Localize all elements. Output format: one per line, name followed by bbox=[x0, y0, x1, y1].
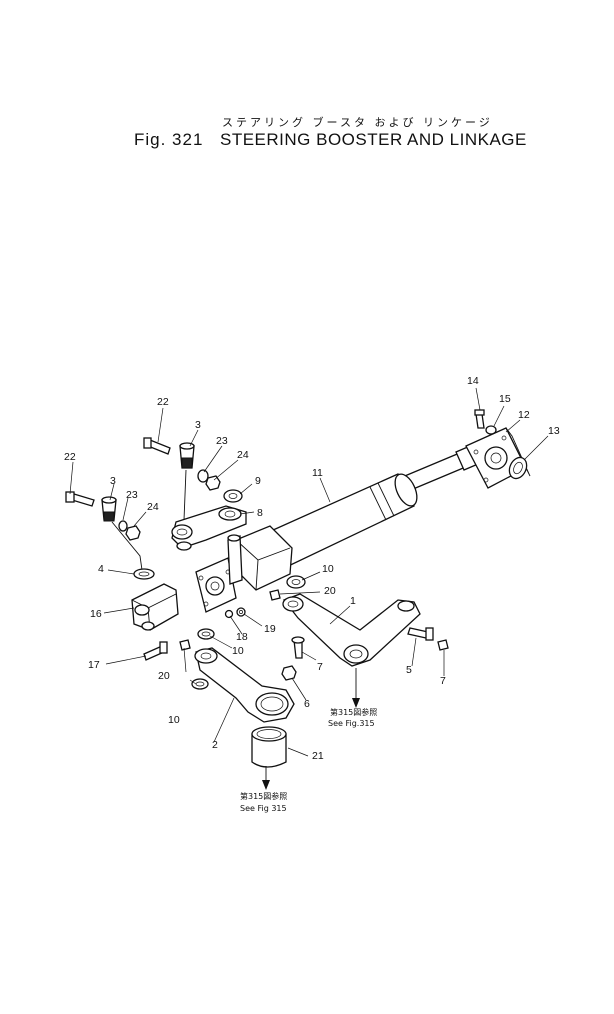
washer-10-lower bbox=[191, 678, 209, 690]
booster-cylinder bbox=[195, 445, 479, 613]
callout-4: 4 bbox=[98, 563, 104, 575]
callout-7: 7 bbox=[317, 661, 323, 673]
fitting-20-lower bbox=[179, 639, 191, 651]
callout-23: 23 bbox=[216, 435, 228, 447]
fitting-18 bbox=[224, 609, 234, 619]
pin-3-left bbox=[101, 496, 117, 522]
title-english: STEERING BOOSTER AND LINKAGE bbox=[220, 130, 527, 149]
callout-20: 20 bbox=[158, 670, 170, 682]
reference-arrow-lower bbox=[262, 766, 270, 790]
callout-3: 3 bbox=[195, 419, 201, 431]
callout-20: 20 bbox=[324, 585, 336, 597]
callout-3: 3 bbox=[110, 475, 116, 487]
callout-11: 11 bbox=[312, 467, 323, 479]
nut-24-left bbox=[125, 525, 141, 541]
washer-23-upper bbox=[197, 469, 209, 483]
callout-15: 15 bbox=[499, 393, 511, 405]
nut-7-right bbox=[437, 639, 449, 651]
reference-note-jp: 第315図参照 bbox=[330, 707, 377, 717]
callout-14: 14 bbox=[467, 375, 479, 387]
lever-8 bbox=[171, 505, 247, 551]
callout-1: 1 bbox=[350, 595, 356, 607]
washer-9 bbox=[223, 489, 243, 503]
clamp-ring-4 bbox=[133, 568, 155, 580]
title-japanese: ステアリング ブースタ および リンケージ bbox=[222, 116, 493, 129]
callout-6: 6 bbox=[304, 698, 310, 710]
callout-13: 13 bbox=[548, 425, 560, 437]
callout-23: 23 bbox=[126, 489, 138, 501]
callout-10: 10 bbox=[232, 645, 244, 657]
bolt-5 bbox=[407, 627, 434, 641]
reference-note-jp: 第315図参照 bbox=[240, 791, 287, 801]
callout-21: 21 bbox=[312, 750, 324, 762]
callout-12: 12 bbox=[518, 409, 530, 421]
reference-note-en: See Fig 315 bbox=[240, 804, 287, 813]
nut-6 bbox=[281, 665, 297, 681]
callout-5: 5 bbox=[406, 664, 412, 676]
washer-10-upper bbox=[286, 575, 306, 589]
bolt-22-left bbox=[65, 491, 95, 507]
reference-notes: 第315図参照 See Fig.315 第315図参照 See Fig 315 bbox=[240, 707, 377, 813]
washer-23-left bbox=[118, 520, 128, 532]
callout-17: 17 bbox=[88, 659, 100, 671]
ring-13 bbox=[508, 456, 528, 480]
callout-numbers: 22 3 23 24 9 11 8 22 3 23 24 4 16 17 20 … bbox=[64, 375, 560, 762]
bolt-22-upper bbox=[143, 437, 171, 455]
bolt-14-washer-15 bbox=[474, 409, 497, 435]
reference-note-en: See Fig.315 bbox=[328, 719, 375, 728]
callout-8: 8 bbox=[257, 507, 263, 519]
callout-10: 10 bbox=[322, 563, 334, 575]
sleeve-21 bbox=[251, 726, 287, 768]
bolt-7-left bbox=[291, 636, 305, 659]
arm-1 bbox=[282, 593, 421, 667]
callout-16: 16 bbox=[90, 608, 102, 620]
callout-24: 24 bbox=[147, 501, 159, 513]
callout-10: 10 bbox=[168, 714, 180, 726]
callout-2: 2 bbox=[212, 739, 218, 751]
arm-2 bbox=[194, 647, 295, 723]
clevis-16 bbox=[131, 583, 179, 631]
callout-18: 18 bbox=[236, 631, 248, 643]
pin-3-upper bbox=[179, 442, 195, 469]
callout-9: 9 bbox=[255, 475, 261, 487]
reference-arrow-right bbox=[352, 668, 360, 708]
callout-24: 24 bbox=[237, 449, 249, 461]
callout-22: 22 bbox=[64, 451, 76, 463]
leader-lines bbox=[69, 387, 549, 757]
callout-22: 22 bbox=[157, 396, 169, 408]
callout-7: 7 bbox=[440, 675, 446, 687]
callout-19: 19 bbox=[264, 623, 276, 635]
washer-10-mid bbox=[197, 628, 215, 640]
fitting-20-upper bbox=[269, 589, 281, 601]
figure-number: Fig. 321 bbox=[134, 130, 204, 149]
nut-24-upper bbox=[205, 475, 221, 491]
bolt-17 bbox=[143, 641, 168, 661]
fitting-19 bbox=[236, 607, 246, 617]
